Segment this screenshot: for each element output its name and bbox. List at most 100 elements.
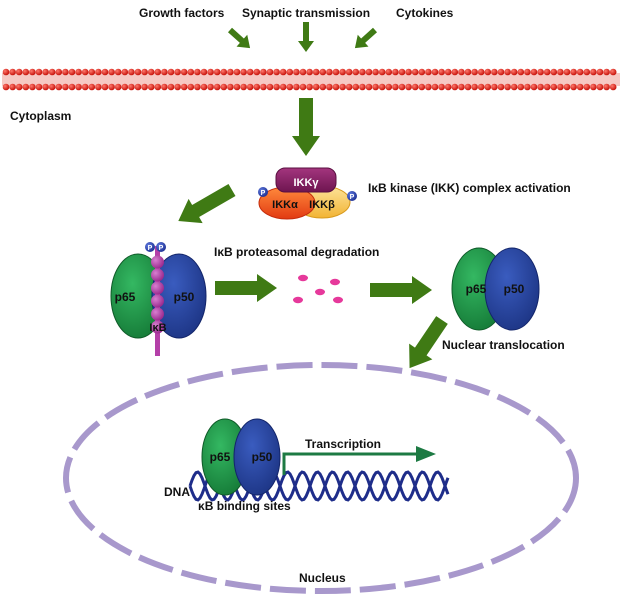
- lipid-head: [279, 68, 287, 76]
- lipid-head: [128, 68, 135, 76]
- arrow-ikk-to-complex: [178, 183, 236, 224]
- lipid-head: [550, 83, 558, 91]
- lipid-head: [260, 83, 267, 91]
- lipid-head: [332, 68, 340, 76]
- lipid-head: [88, 83, 96, 91]
- lipid-head: [246, 83, 254, 91]
- p65-label: p65: [466, 282, 487, 296]
- lipid-head: [603, 68, 610, 76]
- phosphate-ikk-beta: [347, 191, 357, 201]
- bound-nfkb-dimer: p65 p50: [201, 418, 281, 496]
- lipid-head: [101, 68, 109, 76]
- lipid-head: [227, 68, 234, 76]
- lipid-head: [260, 68, 267, 76]
- lipid-head: [141, 83, 148, 91]
- lipid-head: [108, 68, 115, 76]
- lipid-head: [425, 83, 432, 91]
- ikk-beta-label: IKKβ: [309, 199, 335, 211]
- lipid-head: [431, 68, 439, 76]
- lipid-head: [471, 83, 478, 91]
- lipid-head: [524, 83, 531, 91]
- lipid-head: [207, 83, 214, 91]
- degraded-fragment: [298, 274, 308, 282]
- phosphate-ikk-alpha: [258, 187, 268, 197]
- lipid-head: [398, 83, 406, 91]
- lipid-head: [378, 83, 386, 91]
- ikk-complex: IKKγ IKKα IKKβ P P: [258, 167, 357, 220]
- cell-membrane: [2, 68, 620, 91]
- lipid-head: [213, 83, 221, 91]
- phosphate-ikb-1: [145, 242, 155, 252]
- lipid-head: [2, 83, 10, 91]
- p50-subunit: [151, 253, 207, 339]
- lipid-head: [530, 68, 538, 76]
- lipid-head: [319, 68, 327, 76]
- ikb-bead: [151, 268, 164, 282]
- lipid-head: [174, 68, 181, 76]
- membrane-outer-leaflet: [2, 68, 617, 76]
- lipid-head: [246, 68, 254, 76]
- lipid-head: [9, 68, 16, 76]
- lipid-head: [134, 83, 142, 91]
- lipid-head: [35, 83, 43, 91]
- p65-label: p65: [115, 290, 136, 304]
- lipid-head: [326, 68, 333, 76]
- lipid-head: [550, 68, 558, 76]
- degraded-fragment: [315, 288, 325, 296]
- lipid-head: [477, 83, 485, 91]
- lipid-head: [141, 68, 148, 76]
- lipid-head: [444, 83, 452, 91]
- lipid-head: [48, 83, 56, 91]
- arrow-synaptic: [298, 22, 314, 52]
- lipid-head: [497, 68, 505, 76]
- lipid-head: [213, 68, 221, 76]
- lipid-head: [477, 68, 485, 76]
- lipid-head: [161, 68, 168, 76]
- degradation-label: IκB proteasomal degradation: [214, 245, 380, 259]
- ikk-activation-label: IκB kinase (IKK) complex activation: [368, 181, 571, 195]
- lipid-head: [35, 68, 43, 76]
- lipid-head: [194, 83, 201, 91]
- lipid-head: [438, 83, 445, 91]
- synaptic-transmission-label: Synaptic transmission: [242, 6, 371, 20]
- lipid-head: [352, 68, 360, 76]
- cytoplasm-label: Cytoplasm: [10, 109, 72, 123]
- lipid-head: [81, 83, 89, 91]
- lipid-head: [484, 83, 492, 91]
- lipid-head: [114, 68, 122, 76]
- lipid-head: [22, 83, 30, 91]
- lipid-head: [55, 68, 63, 76]
- lipid-head: [187, 68, 195, 76]
- lipid-head: [543, 68, 551, 76]
- lipid-head: [339, 68, 346, 76]
- lipid-head: [253, 83, 261, 91]
- lipid-head: [418, 68, 426, 76]
- lipid-head: [180, 83, 188, 91]
- lipid-head: [253, 68, 261, 76]
- degraded-fragment: [293, 296, 303, 304]
- lipid-head: [464, 83, 472, 91]
- lipid-head: [286, 68, 294, 76]
- lipid-head: [154, 83, 162, 91]
- free-nfkb-dimer: p65 p50: [451, 247, 540, 331]
- lipid-head: [510, 68, 518, 76]
- p65-label: p65: [210, 450, 231, 464]
- lipid-head: [537, 83, 544, 91]
- lipid-head: [372, 83, 379, 91]
- lipid-head: [306, 83, 313, 91]
- lipid-head: [563, 83, 571, 91]
- lipid-head: [114, 83, 122, 91]
- arrow-nuclear-translocation: [409, 316, 448, 369]
- lipid-head: [444, 68, 452, 76]
- lipid-head: [345, 83, 353, 91]
- lipid-head: [48, 68, 56, 76]
- kb-binding-sites-label: κB binding sites: [198, 499, 291, 513]
- lipid-head: [398, 68, 406, 76]
- lipid-head: [464, 68, 472, 76]
- lipid-head: [68, 68, 76, 76]
- lipid-head: [596, 68, 604, 76]
- lipid-head: [15, 83, 23, 91]
- lipid-head: [42, 68, 49, 76]
- lipid-head: [372, 68, 379, 76]
- lipid-head: [101, 83, 109, 91]
